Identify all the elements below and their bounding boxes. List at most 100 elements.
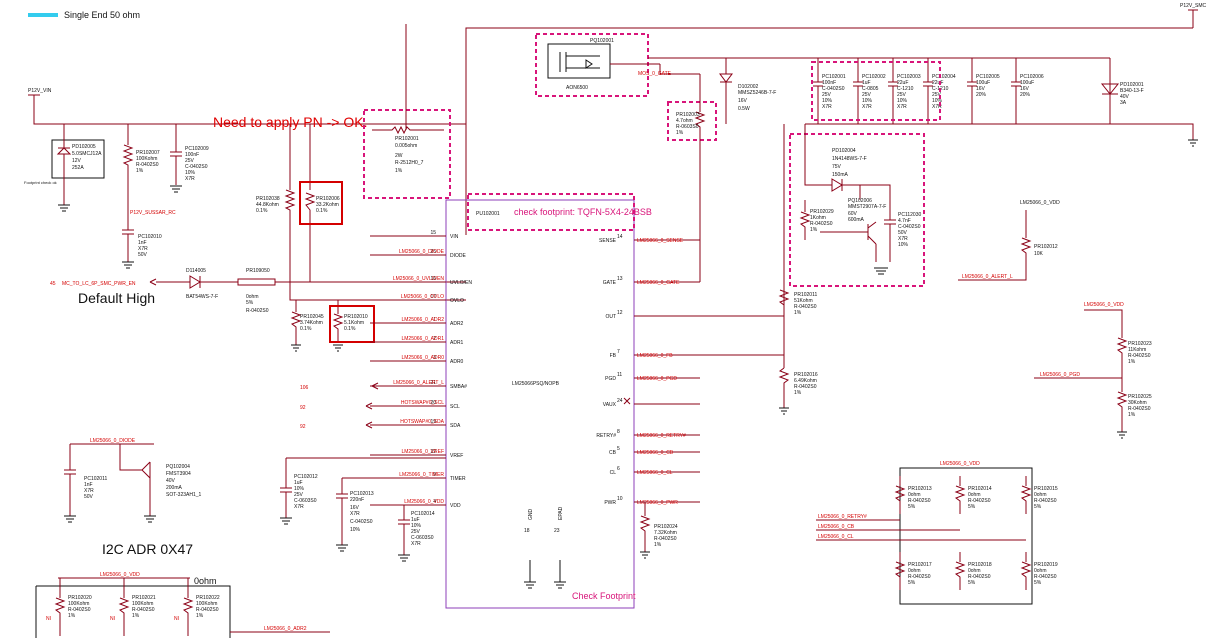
pr102023-pkg: R-0402S0	[1128, 353, 1151, 359]
pc102012-pkg: C-0603S0	[294, 498, 317, 504]
rail-p12v-vin: P12V_VIN	[28, 88, 52, 94]
retry-circuit-check-box	[789, 133, 925, 287]
bank-capacitor-label: X7R	[897, 104, 907, 110]
pr109050-pkg: R-0402S0	[246, 308, 269, 314]
strap-resistor	[954, 552, 966, 590]
mosfet-check-box	[535, 33, 649, 97]
shunt-check-box	[363, 109, 451, 199]
bank-capacitor-label: 100uF	[976, 80, 990, 86]
default-high-note: Default High	[78, 290, 155, 306]
pc102012-ref: PC102012	[294, 474, 318, 480]
pr102025-value: 30Kohm	[1128, 400, 1147, 406]
d114005-diode	[189, 275, 201, 289]
strap-resistor-label: R-0402S0	[908, 498, 931, 504]
gnd-symbol	[1117, 431, 1127, 439]
bank-capacitor-label: 10%	[932, 98, 943, 104]
pq102006-ref: PQ102006	[848, 198, 872, 204]
pq102004-ref: PQ102004	[166, 464, 190, 470]
bank-capacitor-label: 1uF	[862, 80, 871, 86]
ic-right-pin-number: 24	[617, 398, 623, 404]
ic-right-pin-name: RETRY#	[596, 433, 616, 439]
pq102001-part: AON6500	[566, 85, 588, 91]
ic-left-pin-net: LM25066_0_OVLO	[401, 294, 444, 300]
d102002-power: 0.5W	[738, 106, 750, 112]
gnd-symbol	[640, 551, 650, 559]
bank-capacitor-label: PC102004	[932, 74, 956, 80]
ic-left-pin-name: SCL	[450, 404, 460, 410]
pc112030-value: 4.7nF	[898, 218, 911, 224]
ic-footprint-note: check footprint: TQFN-5X4-24BSB	[514, 207, 652, 217]
pc102011-value: 1nF	[84, 482, 93, 488]
ic-left-pin-number: 1	[433, 317, 436, 323]
pd102005-voltage: 12V	[72, 158, 82, 164]
ic-right-pin-net: LM25066_0_PWR	[637, 500, 678, 506]
bottom-resistor-label: PR102021	[132, 595, 156, 601]
ic-right-pin-net: LM25066_0_CL	[637, 470, 673, 476]
bottom-frame	[35, 585, 231, 638]
gnd-symbol	[398, 554, 410, 562]
bank-capacitor-label: 10%	[862, 98, 873, 104]
pd102005-part: 5.0SMCJ12A	[72, 151, 102, 157]
ic-right-pin-name: PWR	[604, 500, 616, 506]
bank-capacitor	[1011, 58, 1021, 124]
pgd-vdd-label: LM25066_0_VDD	[1084, 302, 1124, 308]
bank-capacitor-label: PC102005	[976, 74, 1000, 80]
pq102006-voltage: 60V	[848, 211, 858, 217]
bottom-resistor-label: 100Kohm	[68, 601, 89, 607]
ic-left-pin-name: VDD	[450, 503, 461, 509]
bank-capacitor-label: X7R	[932, 104, 942, 110]
offpage-arrows-left	[365, 382, 379, 429]
pc102009-pkg: C-0402S0	[185, 164, 208, 170]
strap-resistor-label: PR102017	[908, 562, 932, 568]
bottom-resistors: PR102020100KohmR-0402S01%NIPR102021100Ko…	[46, 578, 220, 636]
ic-right-pin-number: 7	[617, 349, 620, 355]
ic-right-pin-number: 6	[617, 466, 620, 472]
pr102016-ref: PR102016	[794, 372, 818, 378]
ic-left-pin-name: SMBA#	[450, 384, 467, 390]
mc-signal-label: MC_TO_LC_6P_SMC_PWR_EN	[62, 281, 136, 287]
pd102001-part: B340-13-F	[1120, 88, 1144, 94]
pc102012-tol: 10%	[294, 486, 305, 492]
pc112030-dielectric: X7R	[898, 236, 908, 242]
ic-ref: PU102001	[476, 211, 500, 217]
ic-left-pin-name: VIN	[450, 234, 459, 240]
output-capacitor-bank: PC102001100nFC-0402S025V10%X7RPC1020021u…	[811, 58, 1044, 124]
ic-left-pin-number: 22	[430, 449, 436, 455]
pd102001-ref: PD102001	[1120, 82, 1144, 88]
pr102001-value: 0.005ohm	[395, 143, 417, 149]
bottom-0ohm-label: 0ohm	[194, 576, 217, 586]
pc112030-pkg: C-0402S0	[898, 224, 921, 230]
pr102003-value: 4.7ohm	[676, 118, 693, 124]
net-output-rail	[648, 57, 1194, 140]
ic-left-pin-number: 25	[430, 249, 436, 255]
ic-part-number: LM25066PSQ/NOPB	[512, 381, 560, 387]
bank-capacitor-label: 25V	[897, 92, 907, 98]
ic-bottom-pin-name: EPAD	[558, 506, 564, 520]
pr102029-pkg: R-0402S0	[810, 221, 833, 227]
ic-left-pin-net: LM25066_0_VDD	[404, 499, 444, 505]
pq102001-symbol	[559, 52, 600, 72]
pr109050-ref: PR109050	[246, 268, 270, 274]
pr109050-tol: 5%	[246, 300, 254, 306]
pc102009-tol: 10%	[185, 170, 196, 176]
gnd-symbol	[58, 204, 70, 212]
pr102029-ref: PR102029	[810, 209, 834, 215]
bank-capacitor-label: PC102002	[862, 74, 886, 80]
pr102001-power: 2W	[395, 153, 403, 159]
rail-p12v-smc: P12V_SMC	[1180, 3, 1207, 9]
pr102024-resistor	[634, 501, 651, 552]
pr102016-value: 6.49Kohm	[794, 378, 817, 384]
ic-left-pin-name: UVLO/EN	[450, 280, 472, 286]
bank-capacitor-label: 25V	[862, 92, 872, 98]
strap-resistor-label: R-0402S0	[968, 574, 991, 580]
pc112030-voltage: 50V	[898, 230, 908, 236]
pc102009-voltage: 25V	[185, 158, 195, 164]
pr102001-pkg: R-2512H0_7	[395, 160, 424, 166]
strap-retry-label: LM25066_0_RETRY#	[818, 514, 867, 520]
pd102004-current: 150mA	[832, 172, 849, 178]
strap-resistor-label: PR102014	[968, 486, 992, 492]
pc102009-value: 100nF	[185, 152, 199, 158]
strap-resistor	[894, 476, 906, 514]
pq102004-part: FMST3904	[166, 471, 191, 477]
pr102045-tol: 0.1%	[300, 326, 312, 332]
